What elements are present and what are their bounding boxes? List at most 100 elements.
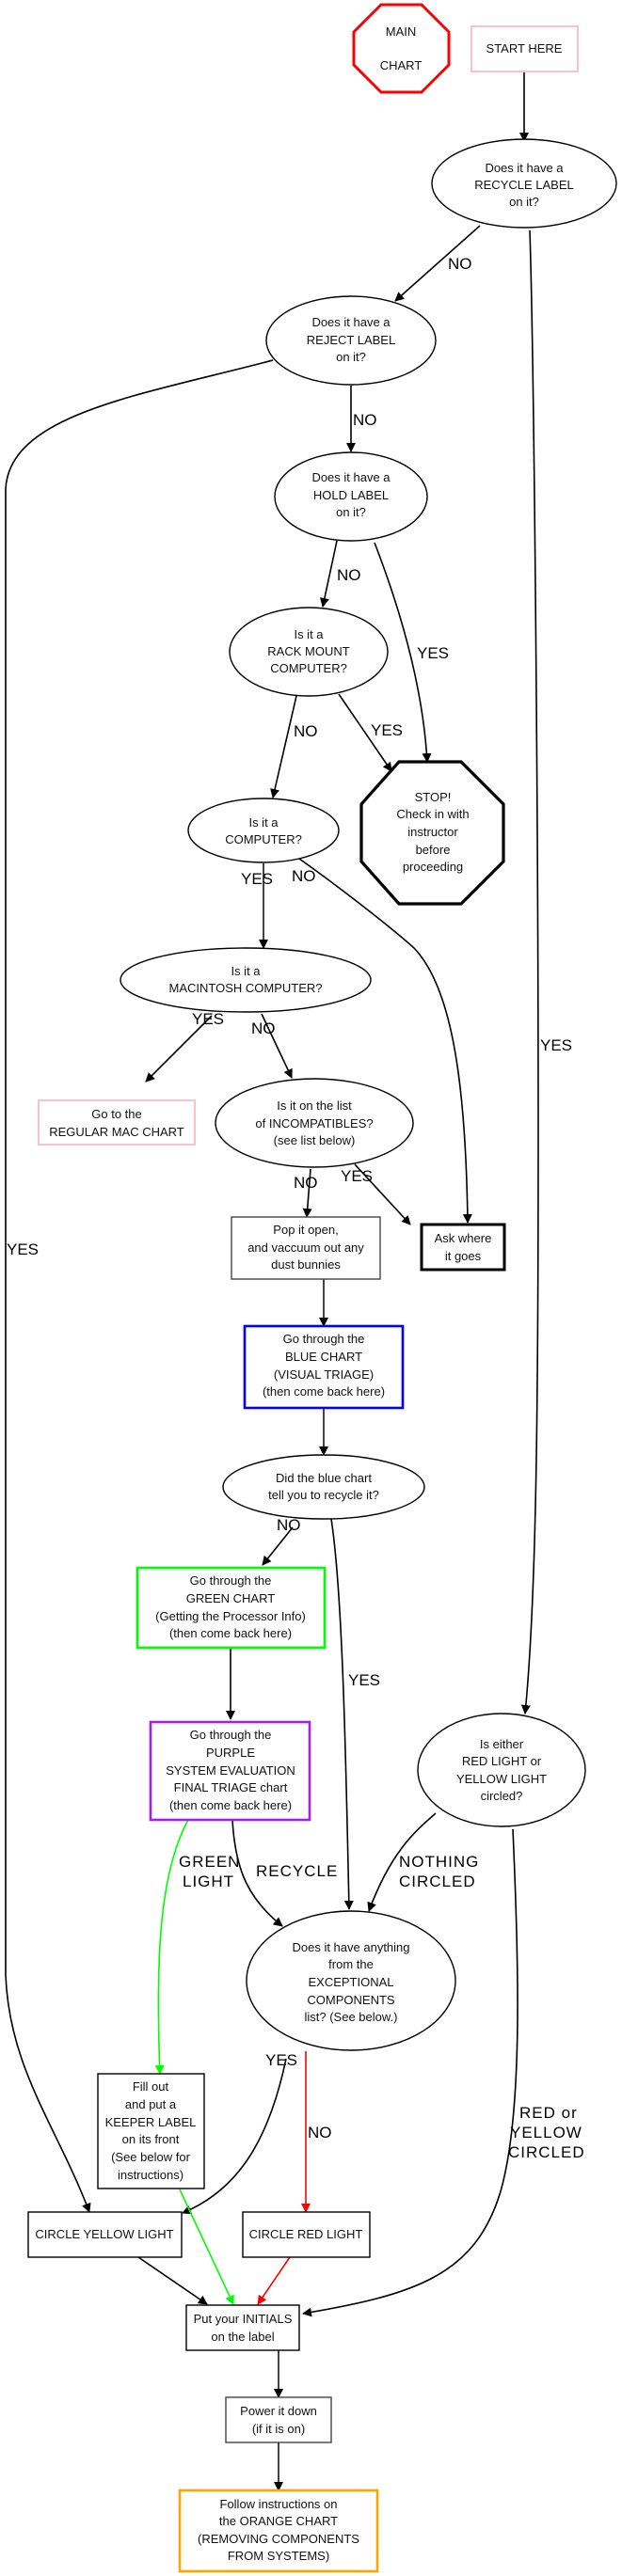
edge-rack-no [270,695,297,798]
node-light-circled-question: Is either RED LIGHT or YELLOW LIGHT circ… [417,1713,586,1827]
edge-red-or-yellow [302,1828,518,2317]
purple-chart-line: SYSTEM EVALUATION [166,1763,295,1778]
node-main-chart: MAIN CHART [352,3,451,94]
node-reject-label-question: Does it have a REJECT LABEL on it? [265,295,437,386]
pop-line: dust bunnies [271,1257,341,1272]
purple-chart-line: FINAL TRIAGE chart [174,1780,288,1794]
recycle-line: RECYCLE LABEL [474,178,574,192]
node-pop-it-open: Pop it open, and vaccuum out any dust bu… [231,1216,381,1280]
pop-line: and vaccuum out any [247,1241,364,1255]
blue-chart-line: BLUE CHART [285,1350,362,1364]
node-rack-mount-question: Is it a RACK MOUNT COMPUTER? [229,607,389,697]
label-computer-no: NO [292,867,316,885]
reject-line: REJECT LABEL [307,333,395,347]
mac-line: Is it a [231,964,261,978]
edge-reject-yes [5,359,274,2213]
edge-rack-yes [338,693,392,772]
mac-line: MACINTOSH COMPUTER? [169,981,323,995]
stop-line: Check in with [396,807,469,821]
edge-mac-yes [145,1015,213,1083]
exceptional-line: from the [328,1957,374,1971]
orange-line: Follow instructions on [220,2497,338,2511]
stop-line: STOP! [415,790,452,804]
computer-line: Is it a [248,815,279,830]
edge-keeper-to-initials [179,2189,234,2305]
node-exceptional-components-question: Does it have anything from the EXCEPTION… [246,1910,456,2051]
light-line: circled? [481,1789,523,1803]
node-blue-chart[interactable]: Go through the BLUE CHART (VISUAL TRIAGE… [243,1324,405,1410]
blue-chart-line: Go through the [283,1332,365,1346]
keeper-line: (See below for [111,2150,190,2164]
label-reject-yes: YES [7,1241,39,1258]
label-hold-yes: YES [417,644,449,662]
rack-line: RACK MOUNT [267,644,349,658]
keeper-line: and put a [125,2097,177,2111]
stop-line: instructor [407,825,458,839]
blue-chart-line: (then come back here) [263,1384,385,1399]
blue-chart-line: (VISUAL TRIAGE) [274,1367,374,1382]
label-reject-no: NO [353,411,377,429]
stop-line: before [416,843,451,857]
label-exceptional-no: NO [308,2124,332,2141]
recycle-line: Does it have a [485,161,564,175]
keeper-line: KEEPER LABEL [105,2115,197,2129]
edge-hold-yes [374,542,432,763]
label-mac-yes: YES [192,1010,224,1028]
power-line: Power it down [240,2404,317,2418]
keeper-line: instructions) [118,2168,183,2182]
rack-line: Is it a [294,627,324,641]
label-exceptional-yes: YES [265,2051,297,2069]
label-rack-no: NO [294,722,318,740]
reject-line: on it? [336,350,366,364]
main-chart-line: CHART [380,58,423,72]
node-purple-chart[interactable]: Go through the PURPLE SYSTEM EVALUATION … [149,1720,311,1822]
node-blue-recycle-question: Did the blue chart tell you to recycle i… [222,1454,425,1520]
node-hold-label-question: Does it have a HOLD LABEL on it? [274,451,428,542]
label-blue-yes: YES [348,1671,380,1689]
green-chart-line: (Getting the Processor Info) [155,1609,306,1623]
stop-line: proceeding [403,860,463,874]
label-purple-green-light-1: GREEN [179,1853,240,1871]
label-purple-green-light-2: LIGHT [183,1873,234,1890]
node-recycle-label-question: Does it have a RECYCLE LABEL on it? [431,138,617,229]
mac-chart-line: REGULAR MAC CHART [49,1125,184,1139]
keeper-line: on its front [122,2132,180,2146]
green-chart-line: GREEN CHART [186,1591,275,1605]
label-red-or-yellow-3: CIRCLED [508,2143,585,2161]
yellow-line: CIRCLE YELLOW LIGHT [35,2227,173,2241]
hold-line: on it? [336,505,366,519]
red-line: CIRCLE RED LIGHT [249,2227,363,2241]
green-chart-line: (then come back here) [169,1626,292,1640]
node-circle-yellow-light: CIRCLE YELLOW LIGHT [27,2211,183,2258]
label-mac-no: NO [251,1019,276,1037]
label-computer-yes: YES [241,870,273,888]
node-green-chart[interactable]: Go through the GREEN CHART (Getting the … [136,1566,327,1650]
edge-computer-no [298,858,472,1224]
edges [5,71,539,2491]
node-regular-mac-chart[interactable]: Go to the REGULAR MAC CHART [38,1099,196,1146]
light-line: Is either [480,1737,524,1751]
incompat-line: Is it on the list [277,1098,352,1113]
initials-line: on the label [211,2330,274,2344]
node-macintosh-question: Is it a MACINTOSH COMPUTER? [120,947,372,1013]
node-orange-chart[interactable]: Follow instructions on the ORANGE CHART … [178,2489,379,2573]
edge-hold-no [319,540,338,608]
label-incompat-no: NO [294,1174,318,1192]
start-line: START HERE [486,41,563,55]
edge-incompat-yes [354,1163,411,1225]
incompat-line: of INCOMPATIBLES? [255,1116,373,1130]
edge-nothing-circled [367,1812,437,1912]
label-nothing-circled-2: CIRCLED [399,1873,476,1890]
label-red-or-yellow-1: RED or [519,2104,578,2122]
purple-chart-line: Go through the [190,1728,272,1742]
incompat-line: (see list below) [274,1133,356,1147]
label-hold-no: NO [337,566,361,584]
edge-exceptional-yes [182,2058,287,2215]
node-ask-where: Ask where it goes [420,1223,506,1272]
orange-line: (REMOVING COMPONENTS [198,2532,359,2546]
node-start-here[interactable]: START HERE [470,25,579,72]
green-chart-line: Go through the [190,1573,272,1588]
purple-chart-line: PURPLE [206,1746,255,1760]
edge-mac-no [261,1013,293,1079]
